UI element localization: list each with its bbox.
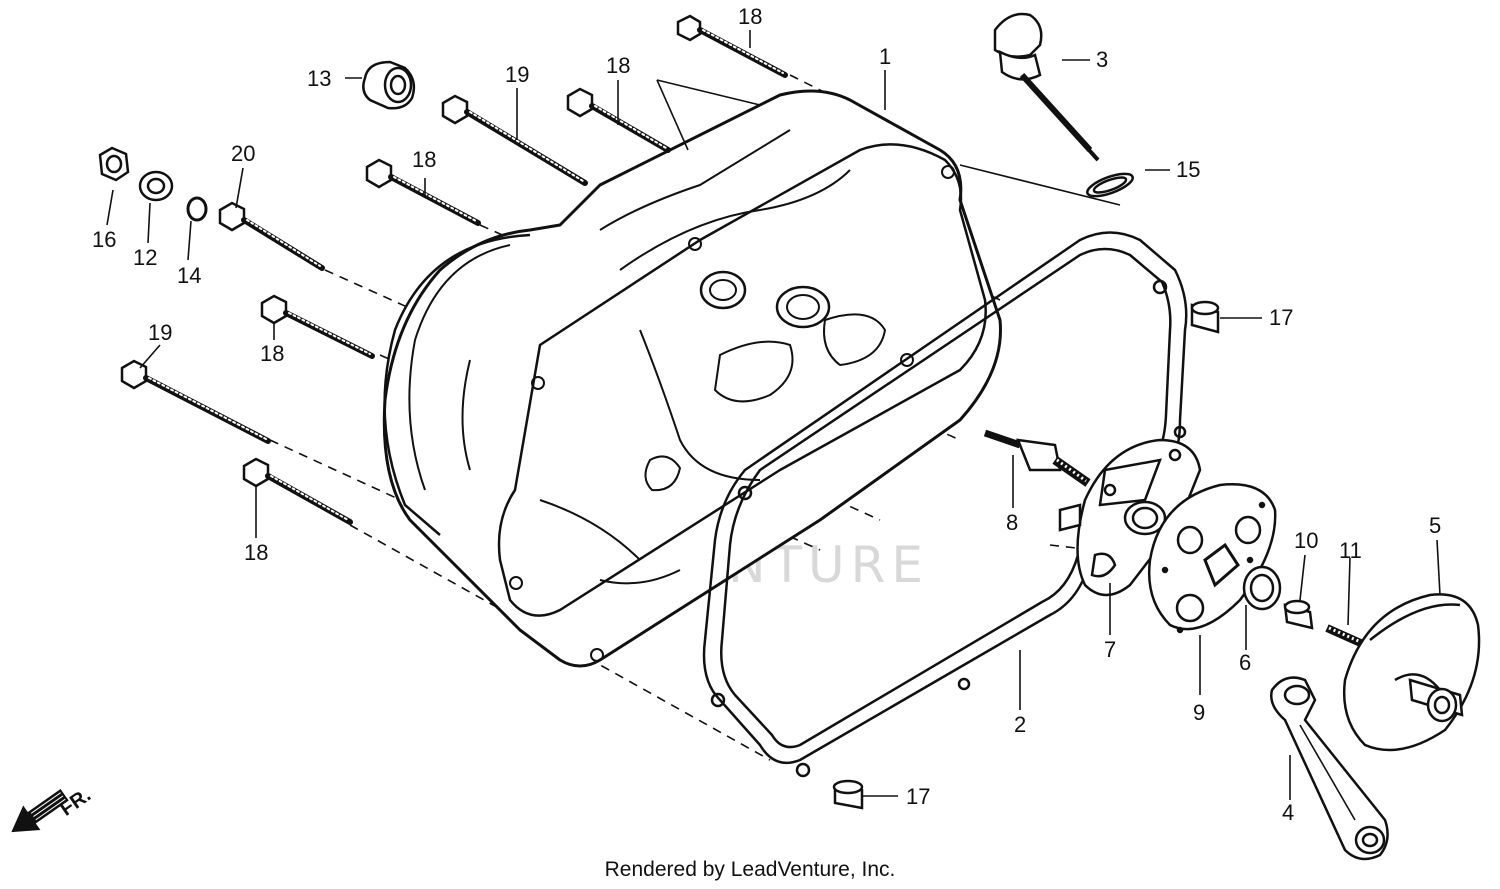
callout-18-left: 18 — [260, 341, 284, 366]
callout-18-c: 18 — [412, 147, 436, 172]
callout-4: 4 — [1282, 800, 1294, 825]
arm-4 — [1270, 676, 1389, 861]
stud-bolt-8 — [983, 429, 1091, 487]
washer-12 — [138, 170, 174, 202]
callout-1: 1 — [879, 44, 891, 69]
oil-filler-cap-3 — [993, 12, 1100, 162]
front-label: FR. — [56, 784, 95, 821]
front-arrow-icon — [11, 789, 69, 833]
callout-8: 8 — [1006, 510, 1018, 535]
callout-17-bottom: 17 — [906, 784, 930, 809]
callout-6: 6 — [1239, 650, 1251, 675]
callout-16: 16 — [92, 227, 116, 252]
callout-12: 12 — [133, 245, 157, 270]
o-ring-15 — [959, 164, 1134, 206]
bolt-20 — [218, 201, 325, 271]
callout-10: 10 — [1294, 528, 1318, 553]
front-direction-indicator: FR. — [11, 784, 95, 833]
callout-11: 11 — [1339, 538, 1362, 563]
dowel-pin-17-top — [1190, 300, 1220, 334]
callout-17-top: 17 — [1269, 305, 1293, 330]
bolt-18-bottom — [242, 457, 353, 525]
crankcase-cover — [382, 89, 1002, 668]
starter-pinion-5 — [1343, 593, 1481, 752]
callout-19-left: 19 — [148, 320, 172, 345]
callout-19-top: 19 — [505, 62, 529, 87]
callout-18-top: 18 — [738, 4, 762, 29]
callout-7: 7 — [1104, 637, 1116, 662]
nut-16 — [98, 146, 130, 182]
bolt-19-left — [120, 359, 271, 444]
callout-20: 20 — [231, 141, 255, 166]
bolt-18-top — [676, 14, 788, 78]
callout-labels: 18 1 3 13 19 18 20 18 15 16 12 14 17 19 … — [92, 4, 1441, 825]
pump-body-7 — [1058, 438, 1202, 597]
callout-18-b: 18 — [606, 53, 630, 78]
bolt-18-mid — [365, 158, 481, 226]
callout-2: 2 — [1014, 712, 1026, 737]
callout-3: 3 — [1096, 47, 1108, 72]
callout-5: 5 — [1429, 513, 1441, 538]
leader-lines — [106, 30, 1441, 800]
bolt-18-mid-upper — [566, 87, 671, 153]
callout-15: 15 — [1176, 157, 1200, 182]
callout-9: 9 — [1193, 700, 1205, 725]
seal-6 — [1242, 565, 1282, 611]
dowel-pin-17-bottom — [832, 779, 864, 810]
callout-18-bottom: 18 — [244, 540, 268, 565]
bolt-18-left — [260, 294, 375, 359]
oil-seal-13 — [362, 60, 416, 110]
bolt-19-top — [441, 94, 588, 186]
callout-13: 13 — [307, 66, 331, 91]
pin-11 — [1325, 624, 1367, 649]
callout-14: 14 — [177, 263, 201, 288]
collar-10 — [1283, 599, 1314, 630]
credit-line: Rendered by LeadVenture, Inc. — [604, 858, 896, 881]
cover-gasket — [702, 231, 1188, 778]
o-ring-14 — [186, 196, 208, 222]
